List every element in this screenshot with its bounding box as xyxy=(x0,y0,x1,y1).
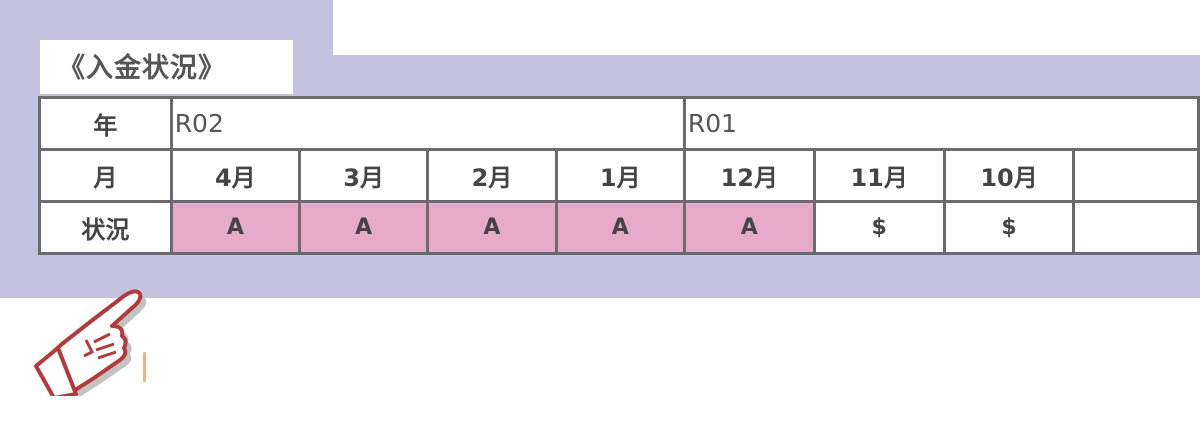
year-cell-r01: R01 xyxy=(682,96,1200,151)
year-row: 年 R02 R01 xyxy=(38,96,1200,151)
pointing-hand-icon xyxy=(28,276,158,400)
section-title: 《入金状況》 xyxy=(40,40,293,94)
status-row: 状況 A A A A A $ $ xyxy=(38,200,1200,255)
month-cell xyxy=(1072,148,1200,203)
row-label-status: 状況 xyxy=(38,200,173,255)
row-label-month: 月 xyxy=(38,148,173,203)
status-cell: $ xyxy=(942,200,1076,255)
month-cell: 4月 xyxy=(169,148,301,203)
status-cell: A xyxy=(297,200,430,255)
month-cell: 11月 xyxy=(812,148,946,203)
text-cursor xyxy=(143,352,146,382)
month-cell: 3月 xyxy=(297,148,430,203)
row-label-year: 年 xyxy=(38,96,173,151)
status-cell: $ xyxy=(812,200,946,255)
status-cell: A xyxy=(682,200,816,255)
month-row: 月 4月 3月 2月 1月 12月 11月 10月 xyxy=(38,148,1200,203)
header-blank-area xyxy=(333,0,1200,55)
status-cell xyxy=(1072,200,1200,255)
payment-status-table: 年 R02 R01 月 4月 3月 2月 1月 12月 11月 10月 状況 A… xyxy=(38,96,1200,255)
month-cell: 12月 xyxy=(682,148,816,203)
status-cell: A xyxy=(426,200,558,255)
month-cell: 1月 xyxy=(554,148,686,203)
month-cell: 2月 xyxy=(426,148,558,203)
year-cell-r02: R02 xyxy=(169,96,686,151)
status-cell: A xyxy=(169,200,301,255)
month-cell: 10月 xyxy=(942,148,1076,203)
status-cell: A xyxy=(554,200,686,255)
